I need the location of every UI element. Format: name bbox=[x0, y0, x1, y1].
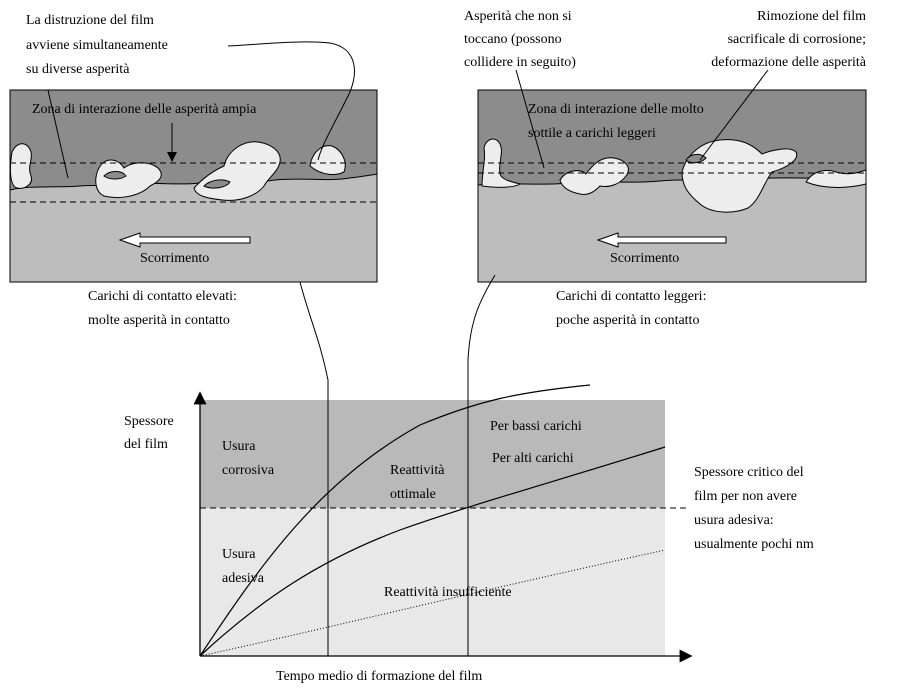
connector-left bbox=[299, 281, 329, 656]
region-insufficient-label: Reattività insufficiente bbox=[384, 585, 512, 600]
right-note-right-line-3: deformazione delle asperità bbox=[711, 55, 866, 70]
critical-note-line-2: film per non avere bbox=[694, 489, 797, 504]
left-note-leader-2 bbox=[47, 89, 69, 179]
left-panel: Zona di interazione delle asperità ampia… bbox=[9, 89, 378, 283]
right-zone-label-line-1: Zona di interazione delle molto bbox=[528, 102, 704, 117]
critical-note-line-4: usualmente pochi nm bbox=[694, 537, 814, 552]
right-note-left-line-3: collidere in seguito) bbox=[464, 55, 576, 70]
critical-note-line-3: usura adesiva: bbox=[694, 513, 774, 528]
curve-low-load bbox=[199, 384, 591, 657]
right-asperity-4 bbox=[805, 169, 867, 188]
curve-insufficient bbox=[199, 549, 666, 657]
right-zone-label-line-2: sottile a carichi leggeri bbox=[528, 126, 656, 141]
graph-region-thick bbox=[200, 400, 665, 508]
right-asperity-2 bbox=[559, 157, 629, 195]
right-caption-line-1: Carichi di contatto leggeri: bbox=[556, 289, 706, 304]
region-adhesive-line-2: adesiva bbox=[222, 571, 265, 586]
left-asperity-2-void bbox=[103, 171, 127, 180]
left-caption-line-2: molte asperità in contatto bbox=[88, 313, 230, 328]
right-note-left-line-1: Asperità che non si bbox=[464, 9, 572, 24]
left-asperity-3-void bbox=[203, 179, 231, 189]
curve-high-load-label: Per alti carichi bbox=[492, 451, 574, 466]
left-slide-arrow-icon bbox=[118, 232, 251, 248]
right-note-leader-right bbox=[699, 69, 769, 161]
right-slide-arrow-icon bbox=[596, 232, 727, 248]
left-caption-line-1: Carichi di contatto elevati: bbox=[88, 289, 237, 304]
right-slide-label: Scorrimento bbox=[610, 251, 679, 266]
right-caption-line-2: poche asperità in contatto bbox=[556, 313, 699, 328]
right-note-right: Rimozione del film sacrificale di corros… bbox=[711, 9, 866, 70]
region-optimal-line-1: Reattività bbox=[390, 463, 445, 478]
graph-region-thin bbox=[200, 508, 665, 656]
graph: Spessore del film Tempo medio di formazi… bbox=[124, 274, 814, 684]
right-note-leader-left bbox=[515, 69, 545, 169]
left-caption: Carichi di contatto elevati: molte asper… bbox=[88, 289, 237, 328]
right-note-left-line-2: toccano (possono bbox=[464, 32, 562, 47]
x-axis-label: Tempo medio di formazione del film bbox=[276, 669, 482, 684]
curve-low-load-label: Per bassi carichi bbox=[490, 419, 582, 434]
left-slide-label: Scorrimento bbox=[140, 251, 209, 266]
left-zone-label: Zona di interazione delle asperità ampia bbox=[32, 102, 257, 117]
region-corrosive-line-1: Usura bbox=[222, 439, 256, 454]
region-adhesive-line-1: Usura bbox=[222, 547, 256, 562]
region-optimal-line-2: ottimale bbox=[390, 487, 436, 502]
right-panel: Zona di interazione delle molto sottile … bbox=[477, 89, 867, 283]
left-note: La distruzione del film avviene simultan… bbox=[26, 13, 168, 77]
y-axis-label-line-2: del film bbox=[124, 437, 168, 452]
y-axis-label-line-1: Spessore bbox=[124, 414, 174, 429]
right-caption: Carichi di contatto leggeri: poche asper… bbox=[556, 289, 706, 328]
curve-high-load bbox=[199, 446, 666, 657]
right-note-right-line-1: Rimozione del film bbox=[757, 9, 866, 24]
right-asperity-1 bbox=[481, 138, 522, 188]
connector-right bbox=[467, 274, 496, 656]
right-note-left: Asperità che non si toccano (possono col… bbox=[464, 9, 576, 70]
left-asperity-1 bbox=[9, 143, 33, 189]
left-asperity-2 bbox=[95, 159, 162, 199]
left-asperity-4 bbox=[309, 145, 346, 175]
right-panel-lower-surface bbox=[477, 177, 867, 283]
right-asperity-3-void bbox=[685, 153, 707, 164]
region-corrosive-line-2: corrosiva bbox=[222, 463, 275, 478]
right-note-right-line-2: sacrificale di corrosione; bbox=[728, 32, 866, 47]
left-note-line-3: su diverse asperità bbox=[26, 62, 130, 77]
left-note-line-2: avviene simultaneamente bbox=[26, 38, 168, 53]
left-note-line-1: La distruzione del film bbox=[26, 13, 154, 28]
critical-note-line-1: Spessore critico del bbox=[694, 465, 804, 480]
left-note-leader bbox=[227, 41, 355, 161]
